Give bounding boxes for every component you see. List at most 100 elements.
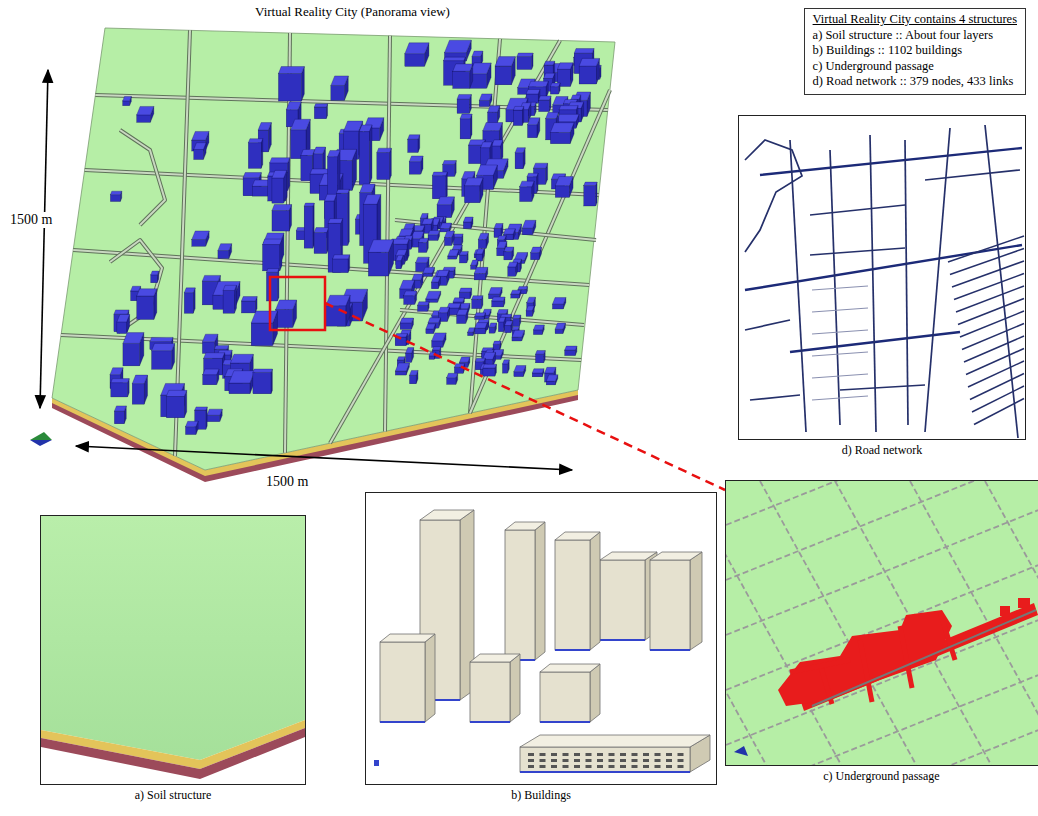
building-top [404,291,417,296]
window [609,759,615,762]
building-top [555,532,600,540]
building-front [409,162,420,174]
building-front [495,66,511,85]
building-front [457,99,469,113]
building-front [423,273,432,276]
building-top [472,296,483,300]
building-front [492,301,504,307]
passage [1018,598,1030,608]
building-front [493,344,500,350]
building-top [511,290,521,294]
building-front [396,261,401,269]
ground [52,28,615,470]
building-side [369,125,372,185]
road [110,240,162,332]
building-front [326,306,346,326]
building-base [555,649,590,651]
building-side [277,269,278,301]
building-top [457,309,468,315]
building-front [472,299,482,308]
building-top [336,189,349,193]
building-top [406,348,414,354]
building-top [431,277,440,282]
building-front [565,350,576,356]
window [574,765,580,768]
building-top [364,195,381,205]
building-top [437,270,449,276]
building-front [408,139,418,152]
panorama-panel: Virtual Reality City (Panorama view) [150,4,555,474]
building-front [248,143,261,169]
building-front [186,427,196,435]
building-top [544,73,555,78]
building-top [272,170,287,178]
building-top [529,81,549,87]
building-top [520,181,534,187]
dimension-label: 1500 m [8,212,54,228]
building-base [650,649,690,651]
building-top [495,57,515,67]
panel-title: Virtual Reality City (Panorama view) [150,4,555,20]
building-top [397,357,405,360]
building-top [579,58,599,66]
building-top [396,250,407,256]
building-top [468,328,475,332]
panel-frame [365,492,717,785]
building-top [493,341,501,344]
building-top [459,288,471,292]
soil-layer [41,728,305,779]
building-side [425,634,435,722]
building-top [368,240,393,253]
building-top [137,289,157,296]
building-top [328,219,343,224]
building-top [117,314,130,321]
building-top [489,323,496,327]
road-line [925,170,1020,180]
building-top [114,406,126,411]
building-front [460,119,470,139]
building-front [550,87,558,94]
building-top [532,369,544,373]
building-top [223,285,236,290]
window [563,765,569,768]
road [470,90,610,413]
panel-caption: d) Road network [738,443,1026,457]
window [528,753,534,756]
building-front [152,351,172,370]
building-front [488,112,498,123]
road [330,41,560,444]
window [597,759,603,762]
building-front [314,233,327,254]
window [586,753,592,756]
road [330,41,560,444]
building-top [420,213,428,218]
building-top [195,407,207,410]
building-front [137,296,154,319]
building-front [540,672,590,722]
rail-line [812,610,1036,706]
building-front [405,54,425,67]
info-line: b) Buildings :: 1102 buildings [813,43,1017,59]
building-front [497,248,504,256]
window [551,753,557,756]
building-front [117,322,127,334]
building-top [132,375,147,384]
building-front [395,371,406,375]
axis-icon [30,440,52,446]
building-top [483,364,496,368]
building-front [533,330,542,335]
building-top [447,373,458,377]
building-top [123,333,144,344]
road [110,240,162,332]
building-front [166,397,184,418]
building-top [432,172,447,176]
building-front [278,74,301,102]
building-top [207,409,222,415]
building-top [166,390,186,396]
building-top [243,173,261,178]
building-top [520,735,710,747]
building-front [437,205,451,218]
building-front [203,375,217,385]
building-top [546,375,558,382]
